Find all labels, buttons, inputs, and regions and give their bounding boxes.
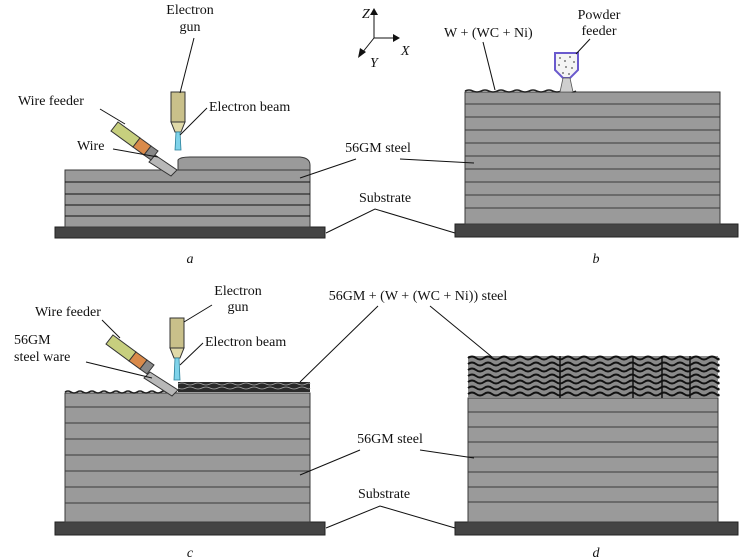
wire-feeder-label-c: Wire feeder xyxy=(35,305,101,320)
coordinate-axes: Z X Y xyxy=(358,7,410,71)
wire-feeder-label-a: Wire feeder xyxy=(18,94,84,109)
panel-a-label: a xyxy=(187,252,194,267)
electron-gun-a xyxy=(170,91,186,151)
powder-feeder-label: Powder xyxy=(578,8,621,23)
substrate-b xyxy=(454,223,739,238)
panel-c: Wire feeder Electron gun Electron beam 5… xyxy=(14,284,326,560)
electron-gun-c xyxy=(169,317,185,381)
powder-layer-b xyxy=(464,89,577,93)
electron-beam-label-a: Electron beam xyxy=(209,100,290,115)
wire-feeder-a xyxy=(110,121,178,177)
steel-layers-a xyxy=(64,156,311,228)
axis-z-label: Z xyxy=(362,7,370,22)
steel-ware-label-2: steel ware xyxy=(14,350,70,365)
substrate-c xyxy=(54,521,326,536)
panel-d-label: d xyxy=(593,546,601,560)
axis-y-label: Y xyxy=(370,56,380,71)
powder-label: W + (WC + Ni) xyxy=(444,26,533,41)
steel-layers-b xyxy=(464,91,721,225)
substrate-label-top: Substrate xyxy=(359,191,411,206)
steel-layers-d xyxy=(467,397,719,523)
electron-gun-label-c-2: gun xyxy=(228,300,249,315)
wire-feeder-c xyxy=(105,334,179,397)
panel-c-label: c xyxy=(187,546,194,560)
electron-gun-label-a: Electron xyxy=(166,3,213,18)
panel-d: d xyxy=(454,355,739,560)
panel-b: W + (WC + Ni) Powder feeder b xyxy=(444,8,739,267)
steel-label-bottom: 56GM steel xyxy=(357,432,423,447)
electron-gun-label-a-2: gun xyxy=(180,20,201,35)
composite-deposit-c xyxy=(64,382,311,394)
steel-label-top: 56GM steel xyxy=(345,141,411,156)
wire-label-a: Wire xyxy=(77,139,104,154)
electron-beam-label-c: Electron beam xyxy=(205,335,286,350)
steel-layers-c xyxy=(64,392,311,523)
steel-ware-label: 56GM xyxy=(14,333,51,348)
substrate-label-bottom: Substrate xyxy=(358,487,410,502)
powder-feeder-label-2: feeder xyxy=(582,24,617,39)
electron-gun-label-c: Electron xyxy=(214,284,261,299)
substrate-a xyxy=(54,226,326,239)
panel-b-label: b xyxy=(593,252,600,267)
powder-feeder xyxy=(554,52,579,93)
substrate-d xyxy=(454,521,739,536)
axis-x-label: X xyxy=(400,44,410,59)
panel-a: Electron gun Wire feeder Electron beam W… xyxy=(18,3,326,267)
composite-label: 56GM + (W + (WC + Ni)) steel xyxy=(329,289,508,304)
composite-layers-d xyxy=(467,355,720,398)
